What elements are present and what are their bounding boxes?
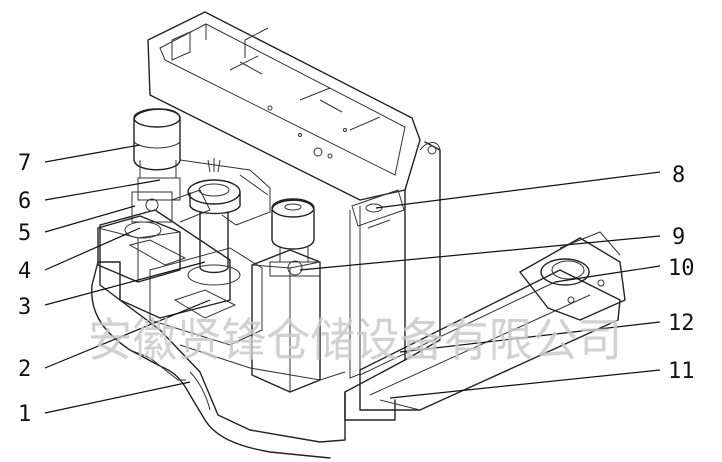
callout-11: 11 (668, 359, 695, 384)
callout-6: 6 (18, 189, 31, 214)
callout-2: 2 (18, 357, 31, 382)
drive-motor (269, 198, 321, 277)
callout-5: 5 (18, 221, 31, 246)
gearbox (131, 189, 211, 223)
pump-motor (133, 108, 181, 201)
callout-labels: 7 6 5 4 3 2 1 8 9 10 12 11 (18, 151, 695, 427)
callout-4: 4 (18, 259, 31, 284)
callout-7: 7 (18, 151, 31, 176)
callout-10: 10 (668, 256, 695, 281)
callout-12: 12 (668, 311, 695, 336)
steering-column (179, 158, 271, 286)
callout-leaders (44, 144, 661, 414)
callout-9: 9 (672, 225, 685, 250)
callout-1: 1 (18, 402, 31, 427)
truck-body (91, 11, 441, 459)
fork-arm (344, 231, 626, 421)
watermark-text: 安徽贤锋仓储设备有限公司 (88, 313, 622, 367)
callout-3: 3 (18, 295, 31, 320)
key-switch (351, 189, 405, 229)
callout-8: 8 (672, 163, 685, 188)
